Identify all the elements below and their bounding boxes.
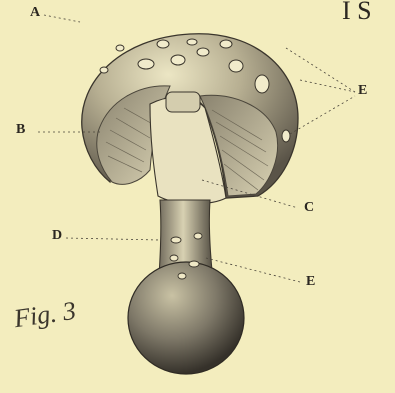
- label-e-top: E: [358, 83, 368, 99]
- label-a: A: [30, 5, 41, 21]
- label-d: D: [52, 228, 63, 244]
- label-b: B: [16, 122, 26, 138]
- plate-header-text: I S: [342, 0, 372, 26]
- mushroom-bulb: [128, 262, 244, 374]
- stem-collar: [166, 92, 200, 112]
- label-c: C: [304, 200, 315, 216]
- label-e-bottom: E: [306, 274, 316, 290]
